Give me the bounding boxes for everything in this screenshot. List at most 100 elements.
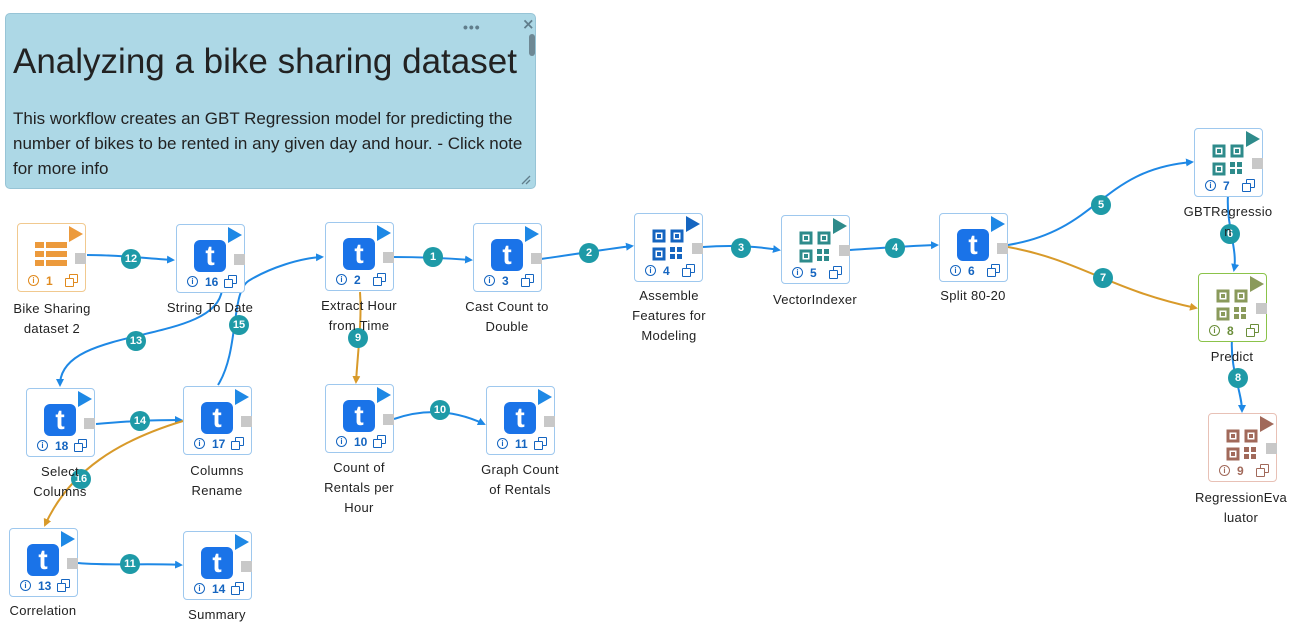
node-gbt-regression[interactable]: i 7: [1194, 128, 1263, 197]
info-icon[interactable]: i: [194, 583, 205, 594]
output-port[interactable]: [383, 252, 394, 263]
node-graph-count[interactable]: t i 11: [486, 386, 555, 455]
run-icon[interactable]: [377, 225, 391, 241]
output-port[interactable]: [241, 416, 252, 427]
run-icon[interactable]: [525, 226, 539, 242]
output-port[interactable]: [1252, 158, 1263, 169]
edge-badge[interactable]: 14: [130, 411, 150, 431]
copy-icon[interactable]: [1246, 324, 1259, 337]
info-icon[interactable]: i: [1219, 465, 1230, 476]
info-icon[interactable]: i: [20, 580, 31, 591]
copy-icon[interactable]: [74, 439, 87, 452]
info-icon[interactable]: i: [497, 438, 508, 449]
node-columns-rename[interactable]: t i 17: [183, 386, 252, 455]
output-port[interactable]: [692, 243, 703, 254]
copy-icon[interactable]: [224, 275, 237, 288]
output-port[interactable]: [241, 561, 252, 572]
copy-icon[interactable]: [1256, 464, 1269, 477]
edge-badge[interactable]: 2: [579, 243, 599, 263]
node-string-to-date[interactable]: t i 16: [176, 224, 245, 293]
output-port[interactable]: [531, 253, 542, 264]
run-icon[interactable]: [69, 226, 83, 242]
copy-icon[interactable]: [65, 274, 78, 287]
info-icon[interactable]: i: [187, 276, 198, 287]
close-icon[interactable]: ×: [522, 15, 535, 33]
run-icon[interactable]: [235, 534, 249, 550]
info-icon[interactable]: i: [336, 436, 347, 447]
copy-icon[interactable]: [231, 437, 244, 450]
copy-icon[interactable]: [521, 274, 534, 287]
run-icon[interactable]: [377, 387, 391, 403]
copy-icon[interactable]: [829, 266, 842, 279]
node-select-columns[interactable]: t i 18: [26, 388, 95, 457]
output-port[interactable]: [67, 558, 78, 569]
edge-badge[interactable]: 7: [1093, 268, 1113, 288]
node-summary[interactable]: t i 14: [183, 531, 252, 600]
workflow-note[interactable]: ••• × Analyzing a bike sharing dataset T…: [5, 13, 536, 189]
edge-badge[interactable]: 6: [1220, 224, 1240, 244]
more-options-icon[interactable]: •••: [463, 19, 481, 35]
copy-icon[interactable]: [682, 264, 695, 277]
node-bike-sharing-dataset[interactable]: i 1: [17, 223, 86, 292]
info-icon[interactable]: i: [336, 274, 347, 285]
info-icon[interactable]: i: [1209, 325, 1220, 336]
info-icon[interactable]: i: [792, 267, 803, 278]
info-icon[interactable]: i: [645, 265, 656, 276]
run-icon[interactable]: [991, 216, 1005, 232]
run-icon[interactable]: [61, 531, 75, 547]
output-port[interactable]: [839, 245, 850, 256]
output-port[interactable]: [544, 416, 555, 427]
output-port[interactable]: [84, 418, 95, 429]
edge-badge[interactable]: 1: [423, 247, 443, 267]
run-icon[interactable]: [833, 218, 847, 234]
copy-icon[interactable]: [373, 435, 386, 448]
info-icon[interactable]: i: [194, 438, 205, 449]
output-port[interactable]: [75, 253, 86, 264]
node-correlation[interactable]: t i 13: [9, 528, 78, 597]
info-icon[interactable]: i: [1205, 180, 1216, 191]
run-icon[interactable]: [235, 389, 249, 405]
edge-badge[interactable]: 12: [121, 249, 141, 269]
node-assemble-features[interactable]: i 4: [634, 213, 703, 282]
output-port[interactable]: [997, 243, 1008, 254]
node-extract-hour[interactable]: t i 2: [325, 222, 394, 291]
node-vector-indexer[interactable]: i 5: [781, 215, 850, 284]
run-icon[interactable]: [686, 216, 700, 232]
edge-badge[interactable]: 11: [120, 554, 140, 574]
copy-icon[interactable]: [534, 437, 547, 450]
edge-badge[interactable]: 10: [430, 400, 450, 420]
edge-badge[interactable]: 3: [731, 238, 751, 258]
copy-icon[interactable]: [1242, 179, 1255, 192]
edge-badge[interactable]: 9: [348, 328, 368, 348]
node-regression-evaluator[interactable]: i 9: [1208, 413, 1277, 482]
copy-icon[interactable]: [57, 579, 70, 592]
node-split[interactable]: t i 6: [939, 213, 1008, 282]
run-icon[interactable]: [1260, 416, 1274, 432]
node-cast-count[interactable]: t i 3: [473, 223, 542, 292]
output-port[interactable]: [234, 254, 245, 265]
output-port[interactable]: [1256, 303, 1267, 314]
info-icon[interactable]: i: [484, 275, 495, 286]
edge-badge[interactable]: 5: [1091, 195, 1111, 215]
info-icon[interactable]: i: [950, 265, 961, 276]
edge-badge[interactable]: 15: [229, 315, 249, 335]
info-icon[interactable]: i: [28, 275, 39, 286]
copy-icon[interactable]: [231, 582, 244, 595]
edge-badge[interactable]: 8: [1228, 368, 1248, 388]
copy-icon[interactable]: [373, 273, 386, 286]
run-icon[interactable]: [228, 227, 242, 243]
node-count-rentals[interactable]: t i 10: [325, 384, 394, 453]
note-scrollbar[interactable]: [529, 34, 535, 56]
resize-handle-icon[interactable]: [521, 175, 531, 185]
run-icon[interactable]: [1246, 131, 1260, 147]
info-icon[interactable]: i: [37, 440, 48, 451]
output-port[interactable]: [383, 414, 394, 425]
run-icon[interactable]: [538, 389, 552, 405]
edge-badge[interactable]: 13: [126, 331, 146, 351]
run-icon[interactable]: [78, 391, 92, 407]
copy-icon[interactable]: [987, 264, 1000, 277]
node-predict[interactable]: i 8: [1198, 273, 1267, 342]
edge-badge[interactable]: 16: [71, 469, 91, 489]
output-port[interactable]: [1266, 443, 1277, 454]
